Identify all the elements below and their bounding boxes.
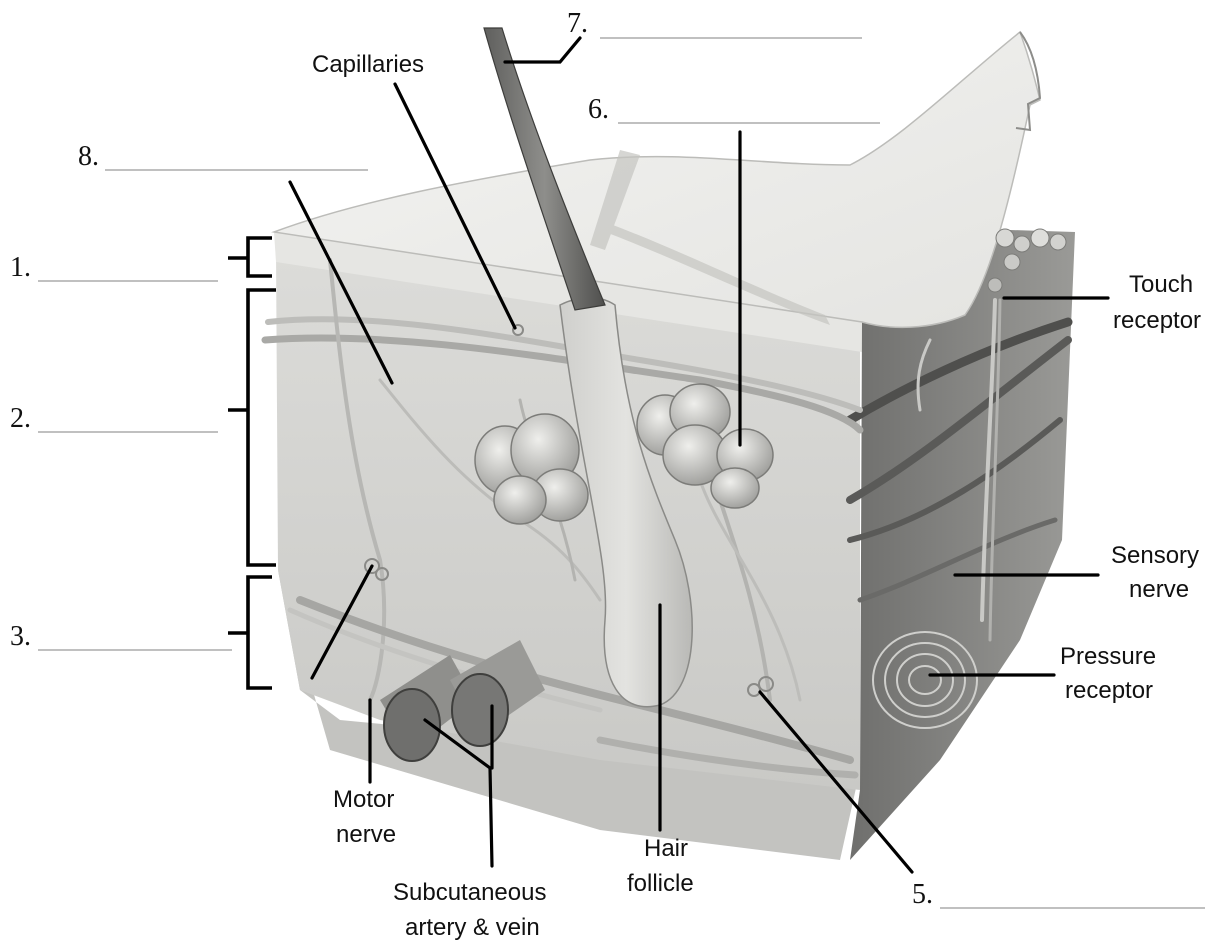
number-6: 6. <box>588 94 609 125</box>
layer-brackets <box>228 238 276 688</box>
label-subcutaneous-1: Subcutaneous <box>393 879 546 906</box>
number-2: 2. <box>10 403 31 434</box>
number-3: 3. <box>10 621 31 652</box>
label-sensory-nerve-2: nerve <box>1129 576 1189 603</box>
skin-block <box>265 28 1075 860</box>
number-7: 7. <box>567 8 588 39</box>
label-hair-follicle-2: follicle <box>627 870 694 897</box>
bracket-3 <box>228 577 272 688</box>
label-motor-nerve-1: Motor <box>333 786 394 813</box>
label-capillaries: Capillaries <box>312 51 424 78</box>
label-motor-nerve-2: nerve <box>336 821 396 848</box>
number-5: 5. <box>912 879 933 910</box>
label-sensory-nerve-1: Sensory <box>1111 542 1199 569</box>
label-touch-receptor-1: Touch <box>1129 271 1193 298</box>
label-hair-follicle-1: Hair <box>644 835 688 862</box>
label-subcutaneous-2: artery & vein <box>405 914 540 941</box>
leader-7 <box>505 38 580 62</box>
number-8: 8. <box>78 141 99 172</box>
number-1: 1. <box>10 252 31 283</box>
label-touch-receptor-2: receptor <box>1113 307 1201 334</box>
bracket-2 <box>228 290 276 565</box>
label-pressure-receptor-2: receptor <box>1065 677 1153 704</box>
bracket-1 <box>228 238 272 276</box>
label-pressure-receptor-1: Pressure <box>1060 643 1156 670</box>
